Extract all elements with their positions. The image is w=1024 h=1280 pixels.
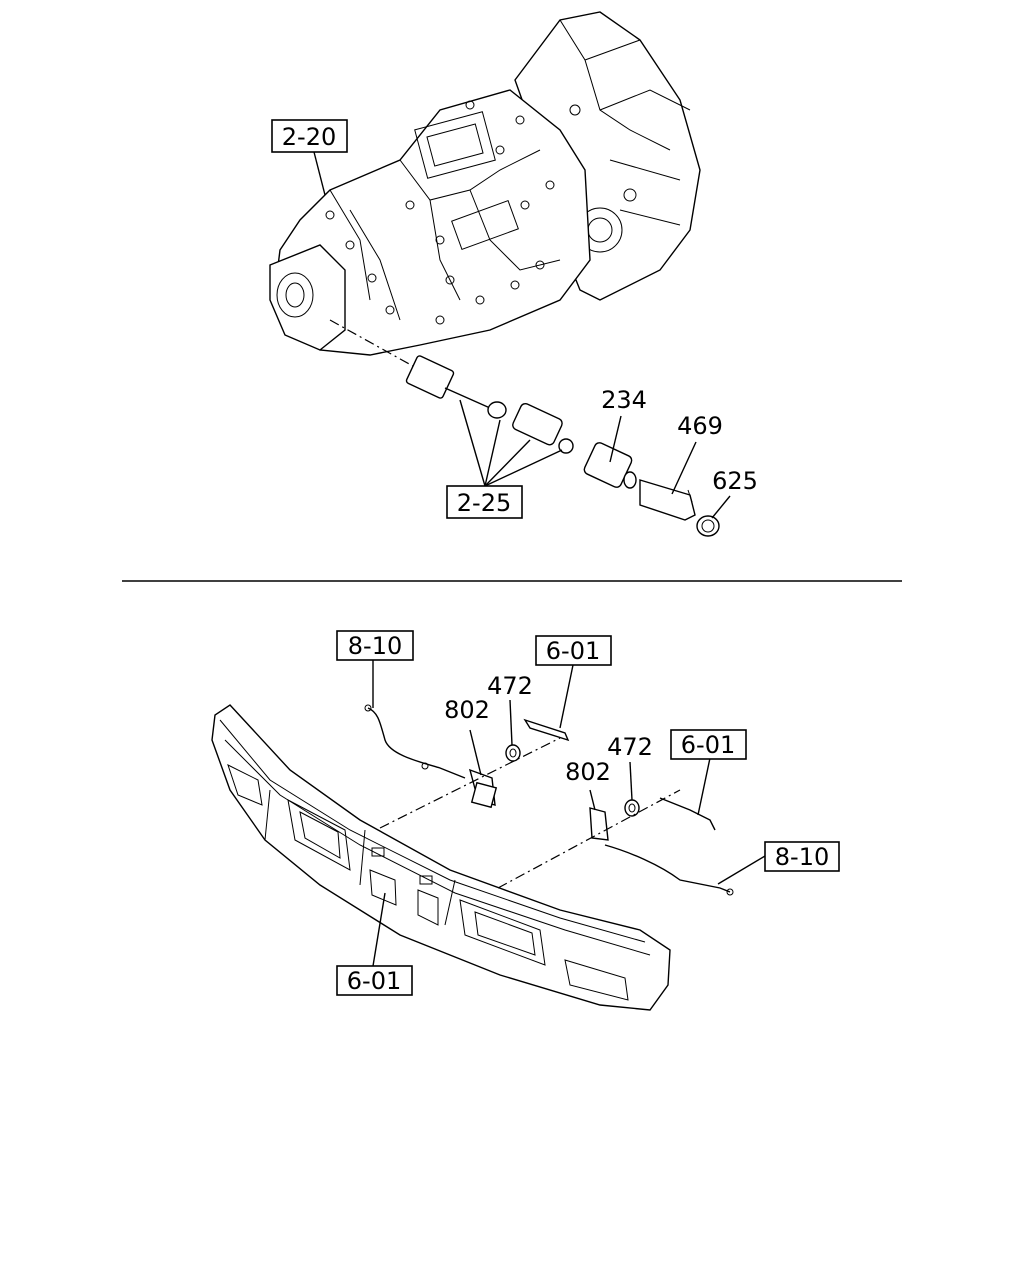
ref-box-6-01-top: 6-01 [535,635,612,666]
bracket-left-6-01 [523,718,570,742]
bumper-drawing [211,704,671,1011]
leaders-top [313,151,731,519]
part-number-472-right: 472 [607,733,653,761]
ref-label-8-10-left: 8-10 [348,632,402,660]
ref-box-2-20: 2-20 [271,119,348,153]
harness-left [364,704,466,779]
part-number-802-left: 802 [444,696,490,724]
ref-box-8-10-right: 8-10 [764,841,840,872]
bracket-right-6-01 [659,797,716,831]
mount-line-left [379,737,561,829]
ref-label-2-25: 2-25 [457,489,511,517]
part-number-469: 469 [677,412,723,440]
part-number-625: 625 [712,467,758,495]
leaders-bottom [372,660,766,967]
ref-box-2-25: 2-25 [446,485,523,519]
part-number-472-left: 472 [487,672,533,700]
ref-label-6-01-bottom: 6-01 [347,967,401,995]
part-number-234: 234 [601,386,647,414]
ref-label-6-01-right: 6-01 [681,731,735,759]
sensor-left-802 [468,768,498,809]
speedo-gear-assembly [329,319,574,454]
transmission-drawing [269,11,701,356]
ref-box-6-01-bottom: 6-01 [336,965,413,996]
ref-label-2-20: 2-20 [282,123,336,151]
ref-label-6-01-top: 6-01 [546,637,600,665]
ref-label-8-10-right: 8-10 [775,843,829,871]
harness-right [604,844,734,896]
ref-box-6-01-right: 6-01 [670,729,747,760]
bracket-469 [639,479,696,521]
part-number-802-right: 802 [565,758,611,786]
nut-right-472 [624,799,640,817]
sensor-right-802 [589,807,609,841]
ref-box-8-10-left: 8-10 [336,630,414,661]
mount-line-right [497,789,681,889]
speed-sensor-234 [583,442,637,489]
cap-625 [696,515,720,537]
